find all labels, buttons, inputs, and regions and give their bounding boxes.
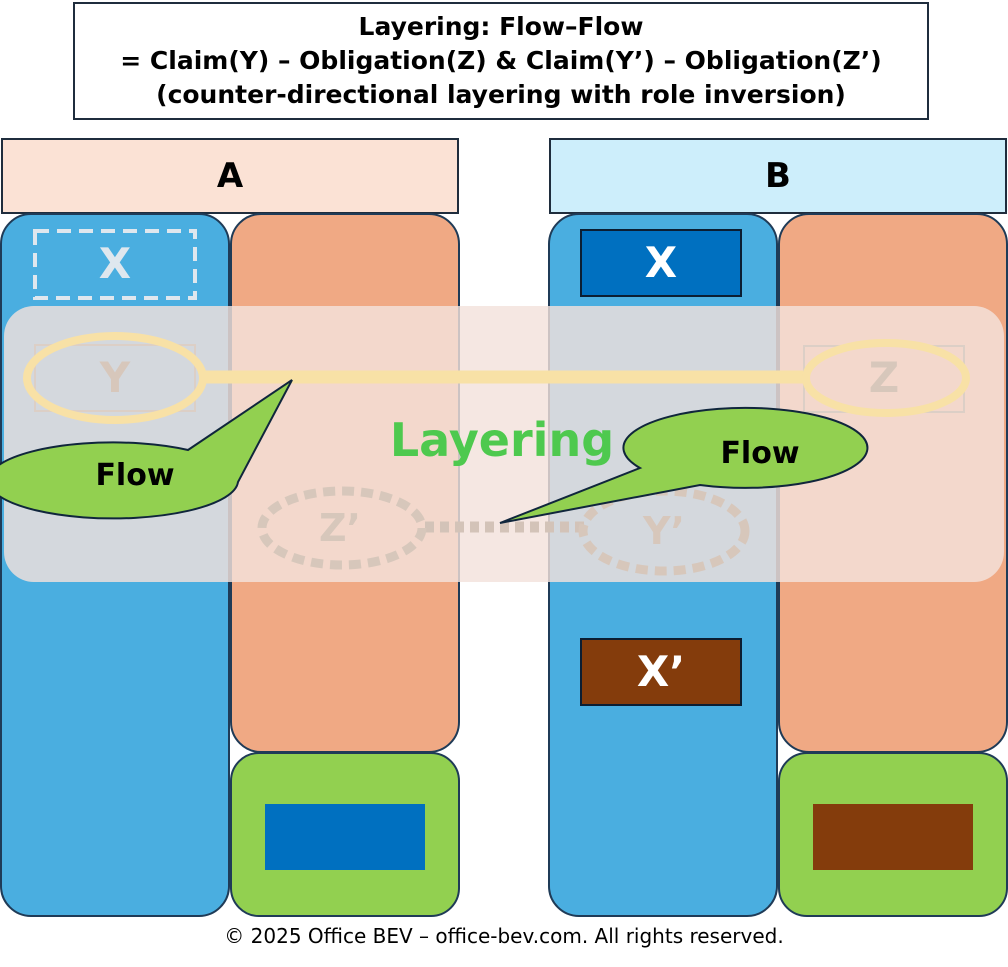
party-a-x-ghost-box <box>33 229 197 300</box>
layering-label: Layering <box>390 413 614 467</box>
party-a-equity-blue-block <box>265 804 425 870</box>
party-a-y-label: Y <box>99 353 131 402</box>
flow-callout-2: Flow <box>499 406 869 524</box>
copyright-footer: © 2025 Office BEV – office-bev.com. All … <box>224 924 784 948</box>
party-a-y-box <box>34 344 196 412</box>
title-line-1: Layering: Flow–Flow <box>358 12 644 41</box>
party-b-z-label: Z <box>869 353 899 402</box>
party-b-x-prime-box <box>580 638 742 706</box>
party-b-x-box <box>580 229 742 297</box>
z-obligation-ellipse <box>802 339 970 417</box>
party-a-x-label: X <box>99 239 131 288</box>
party-a-header: A <box>1 138 459 214</box>
flow-callout-2-label: Flow <box>720 436 799 471</box>
party-b-x-label: X <box>645 238 677 287</box>
party-b-y-prime-label: Y’ <box>642 509 685 553</box>
flow-callout-2-shape <box>499 406 869 524</box>
flow-callout-1-shape <box>0 379 293 520</box>
claim-y-obligation-z-link: Y Z <box>23 332 970 424</box>
claim-y-prime-obligation-z-prime-link: Z’ Y’ <box>257 486 750 576</box>
diagram-title: Layering: Flow–Flow = Claim(Y) – Obligat… <box>73 2 929 120</box>
title-line-3: (counter-directional layering with role … <box>156 80 846 109</box>
party-a-z-prime-label: Z’ <box>319 506 361 550</box>
party-b-header: B <box>549 138 1007 214</box>
party-b-label: B <box>765 156 791 196</box>
flow-callout-1-label: Flow <box>95 458 174 493</box>
party-b-x-prime-label: X’ <box>637 647 685 696</box>
y-claim-ellipse <box>23 332 207 424</box>
flow-callout-1: Flow <box>0 379 293 520</box>
party-b-equity-brown-block <box>813 804 973 870</box>
z-prime-ellipse <box>257 486 427 570</box>
party-a-label: A <box>216 156 244 196</box>
title-line-2: = Claim(Y) – Obligation(Z) & Claim(Y’) –… <box>120 46 882 75</box>
